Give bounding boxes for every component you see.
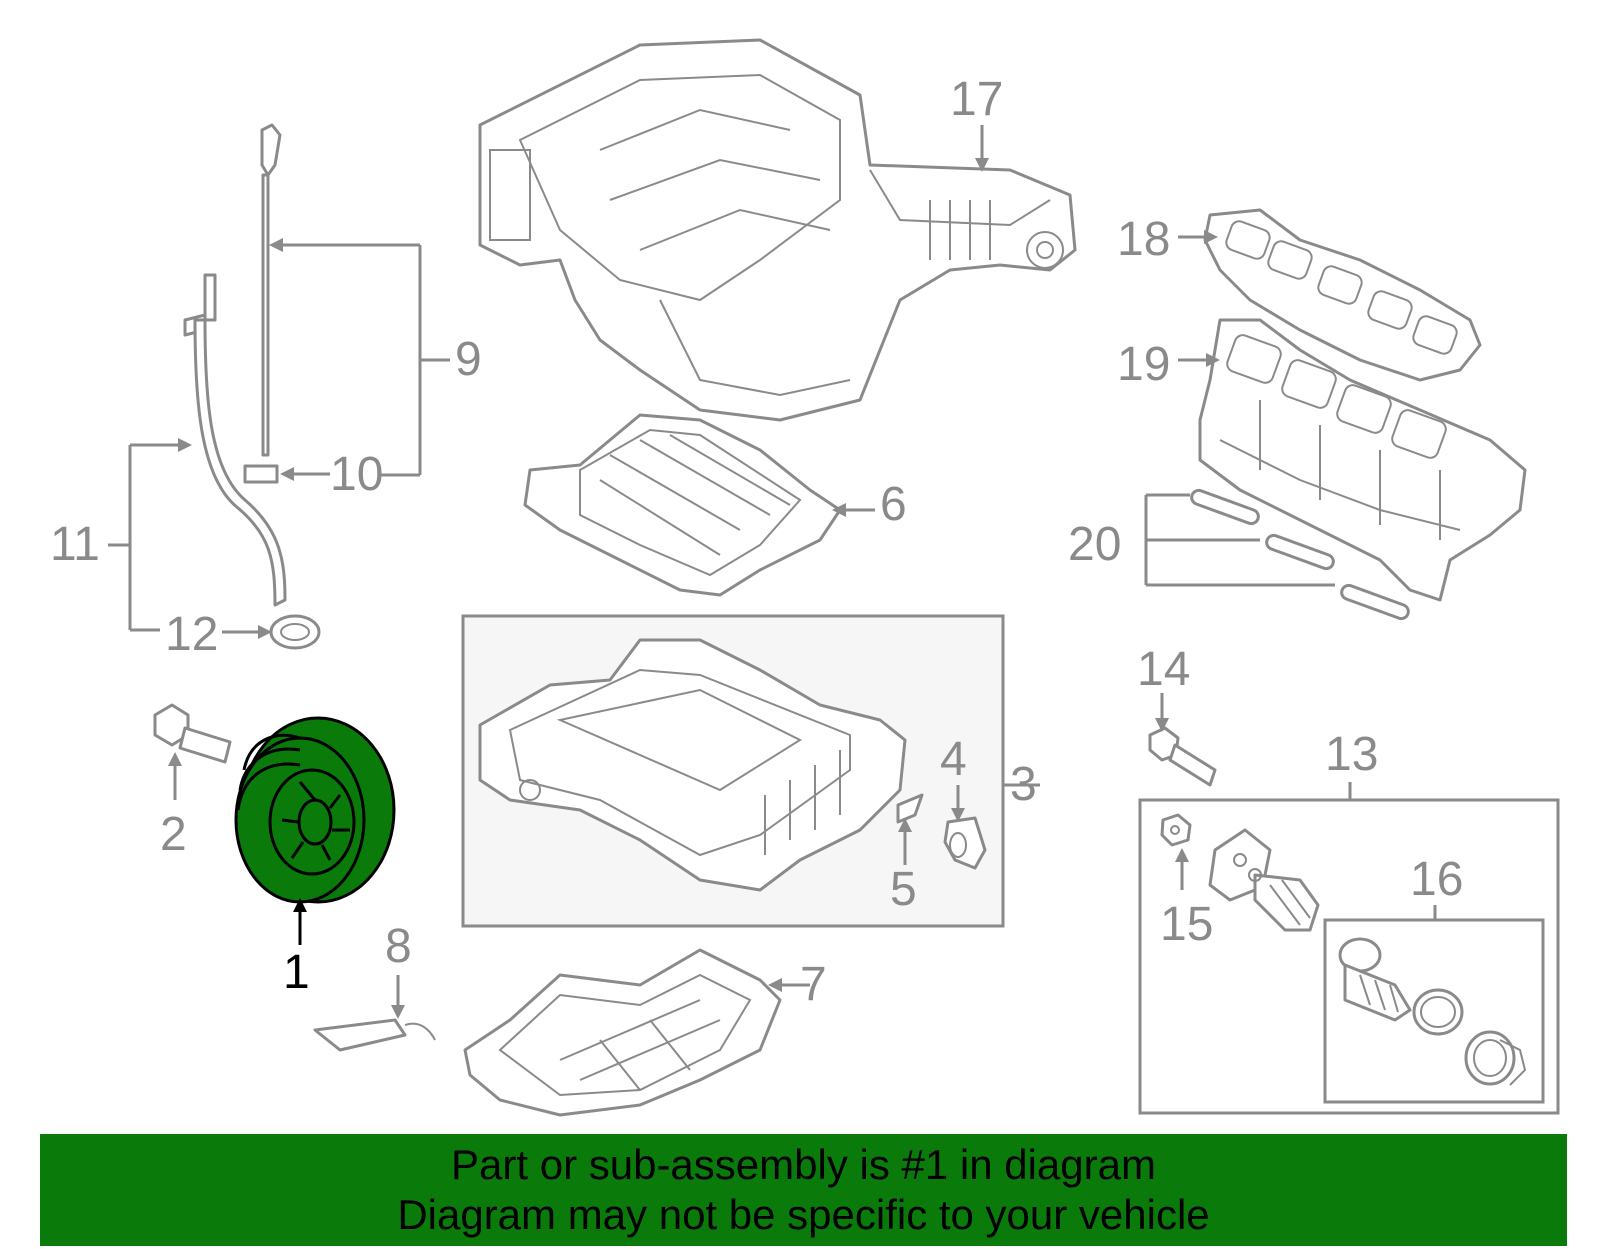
callout-18: 18 xyxy=(1117,213,1170,266)
callout-9: 9 xyxy=(455,333,482,386)
part-10-dipstick-tag xyxy=(243,464,279,484)
leader-20 xyxy=(1144,493,1335,587)
part-14-bolt xyxy=(1148,726,1217,787)
callout-11: 11 xyxy=(50,518,100,571)
part-9-oil-dipstick xyxy=(260,123,282,457)
part-2-bolt xyxy=(153,703,232,764)
arrowhead-19 xyxy=(1206,353,1220,367)
arrowhead-9 xyxy=(269,238,283,252)
arrowhead-14 xyxy=(1155,718,1169,732)
part-13-oil-filter-housing xyxy=(1208,828,1320,932)
callout-20: 20 xyxy=(1068,518,1121,571)
info-banner-background xyxy=(40,1134,1567,1246)
part-6-windage-tray xyxy=(523,413,842,597)
part-5-gasket xyxy=(896,793,924,824)
callout-13: 13 xyxy=(1325,728,1378,781)
part-8-sealant-tube xyxy=(313,1018,436,1052)
arrowhead-11 xyxy=(178,438,192,452)
leader-9 xyxy=(275,243,450,477)
callout-6: 6 xyxy=(880,478,907,531)
callout-19: 19 xyxy=(1117,338,1170,391)
callout-16: 16 xyxy=(1410,853,1463,906)
callout-15: 15 xyxy=(1160,898,1213,951)
part-15-oil-pressure-sensor xyxy=(1160,813,1192,847)
callout-2: 2 xyxy=(160,808,187,861)
info-banner: Part or sub-assembly is #1 in diagram Di… xyxy=(40,1134,1567,1246)
part-16-oil-filter-kit xyxy=(1338,937,1527,1086)
part-12-o-ring xyxy=(269,614,321,650)
callout-8: 8 xyxy=(385,920,412,973)
callout-17: 17 xyxy=(950,73,1003,126)
arrowhead-8 xyxy=(391,1005,405,1019)
banner-line-1: Part or sub-assembly is #1 in diagram xyxy=(451,1141,1156,1188)
arrowhead-17 xyxy=(975,158,989,172)
callout-1: 1 xyxy=(283,946,310,999)
leader-11 xyxy=(108,443,180,632)
arrowhead-12 xyxy=(258,625,272,639)
banner-line-2: Diagram may not be specific to your vehi… xyxy=(397,1191,1210,1238)
arrowhead-5 xyxy=(898,818,912,832)
callout-14: 14 xyxy=(1137,643,1190,696)
part-17-upper-intake-manifold xyxy=(478,38,1077,422)
part-19-lower-intake-manifold xyxy=(1198,318,1527,602)
arrowhead-6 xyxy=(832,503,846,517)
part-20-injector-seals xyxy=(1190,488,1410,621)
part-1-crankshaft-pulley xyxy=(234,716,396,904)
part-7-lower-oil-pan xyxy=(463,948,782,1117)
arrowhead-18 xyxy=(1204,230,1218,244)
arrowhead-2 xyxy=(168,752,182,766)
part-3-upper-oil-pan xyxy=(478,638,907,892)
arrowhead-7 xyxy=(768,978,782,992)
callout-12: 12 xyxy=(165,608,218,661)
callout-4: 4 xyxy=(940,733,967,786)
part-11-dipstick-tube xyxy=(183,273,287,607)
callout-5: 5 xyxy=(890,863,917,916)
arrowhead-10 xyxy=(280,467,294,481)
arrowhead-1 xyxy=(293,898,307,912)
part-4-drain-plug xyxy=(943,816,987,870)
part-18-intake-gasket xyxy=(1203,208,1482,382)
callout-10: 10 xyxy=(330,448,383,501)
arrowhead-15 xyxy=(1175,848,1189,862)
arrowhead-4 xyxy=(951,808,965,822)
